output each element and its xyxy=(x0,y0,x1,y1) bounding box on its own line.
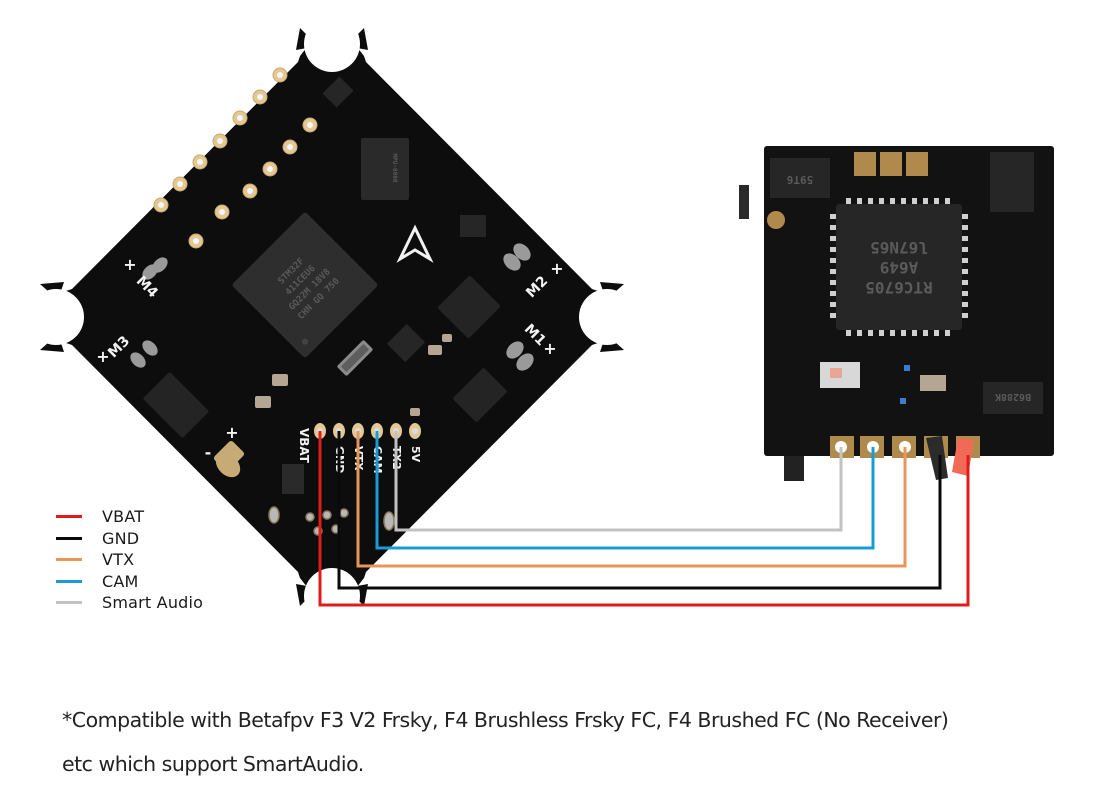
legend-item-cam: CAM xyxy=(56,571,203,593)
vtx-chip-marking-line3: l67N65 xyxy=(870,238,928,257)
legend-swatch-smart-audio xyxy=(56,601,82,605)
vtx-mosfet-marking: 59T6 xyxy=(786,173,813,186)
flight-controller-board: STM32F 411CEU6 GQ22M 18V8 CHN GQ 750 MPU… xyxy=(40,28,624,606)
receiver-pads xyxy=(153,67,318,249)
wire-vtx xyxy=(356,431,907,568)
legend-label-gnd: GND xyxy=(102,528,140,548)
legend-label-vtx: VTX xyxy=(102,550,135,570)
pad-label-vbat: VBAT xyxy=(297,428,311,464)
legend-swatch-vbat xyxy=(56,515,82,519)
vtx-main-chip: RTC6705 A649 l67N65 xyxy=(836,204,962,330)
pad-label-5v: 5V xyxy=(409,446,422,463)
legend-item-smart-audio: Smart Audio xyxy=(56,592,203,614)
legend: VBAT GND VTX CAM Smart Audio xyxy=(56,506,203,614)
vtx-chip-marking-line1: RTC6705 xyxy=(865,278,932,297)
vtx-chip-marking-line2: A649 xyxy=(880,258,919,277)
compatibility-note-line1: *Compatible with Betafpv F3 V2 Frsky, F4… xyxy=(62,708,949,732)
legend-item-vtx: VTX xyxy=(56,549,203,571)
gnd-wire-insulation xyxy=(926,436,948,480)
wire-vbat xyxy=(318,431,970,607)
silk-plus-m2: + xyxy=(550,259,563,278)
compatibility-note-line2: etc which support SmartAudio. xyxy=(62,752,364,776)
wires xyxy=(318,431,970,607)
legend-swatch-gnd xyxy=(56,536,82,540)
wire-gnd xyxy=(337,431,942,590)
vtx-regulator-marking: B6288K xyxy=(995,391,1031,402)
vtx-top-pads xyxy=(854,152,928,176)
legend-swatch-vtx xyxy=(56,558,82,562)
legend-label-cam: CAM xyxy=(102,571,139,591)
battery-pad-negative xyxy=(215,452,241,478)
legend-item-gnd: GND xyxy=(56,528,203,550)
fc-components xyxy=(130,76,534,494)
vtx-chip-pins xyxy=(830,198,968,336)
legend-item-vbat: VBAT xyxy=(56,506,203,528)
silk-plus-m3: + xyxy=(96,347,109,366)
wire-cam xyxy=(375,431,875,550)
vtx-board: RTC6705 A649 l67N65 59T6 B6288K xyxy=(739,146,1054,481)
fc-mounting-ears xyxy=(40,28,624,606)
silk-battery-plus: + xyxy=(225,423,238,442)
silk-plus-m4: + xyxy=(123,255,136,274)
direction-arrow-icon xyxy=(396,224,434,263)
legend-label-smart-audio: Smart Audio xyxy=(102,593,204,613)
legend-label-vbat: VBAT xyxy=(102,507,145,527)
crystal xyxy=(337,340,373,376)
fc-lower-pads xyxy=(268,506,395,536)
silk-plus-m1: + xyxy=(543,339,556,358)
silk-battery-minus: - xyxy=(205,443,212,462)
imu-chip: MPU-6000 xyxy=(361,138,409,200)
imu-marking: MPU-6000 xyxy=(391,154,398,183)
wire-smart-audio xyxy=(394,431,843,532)
legend-swatch-cam xyxy=(56,579,82,583)
mcu-chip: STM32F 411CEU6 GQ22M 18V8 CHN GQ 750 xyxy=(232,212,378,358)
